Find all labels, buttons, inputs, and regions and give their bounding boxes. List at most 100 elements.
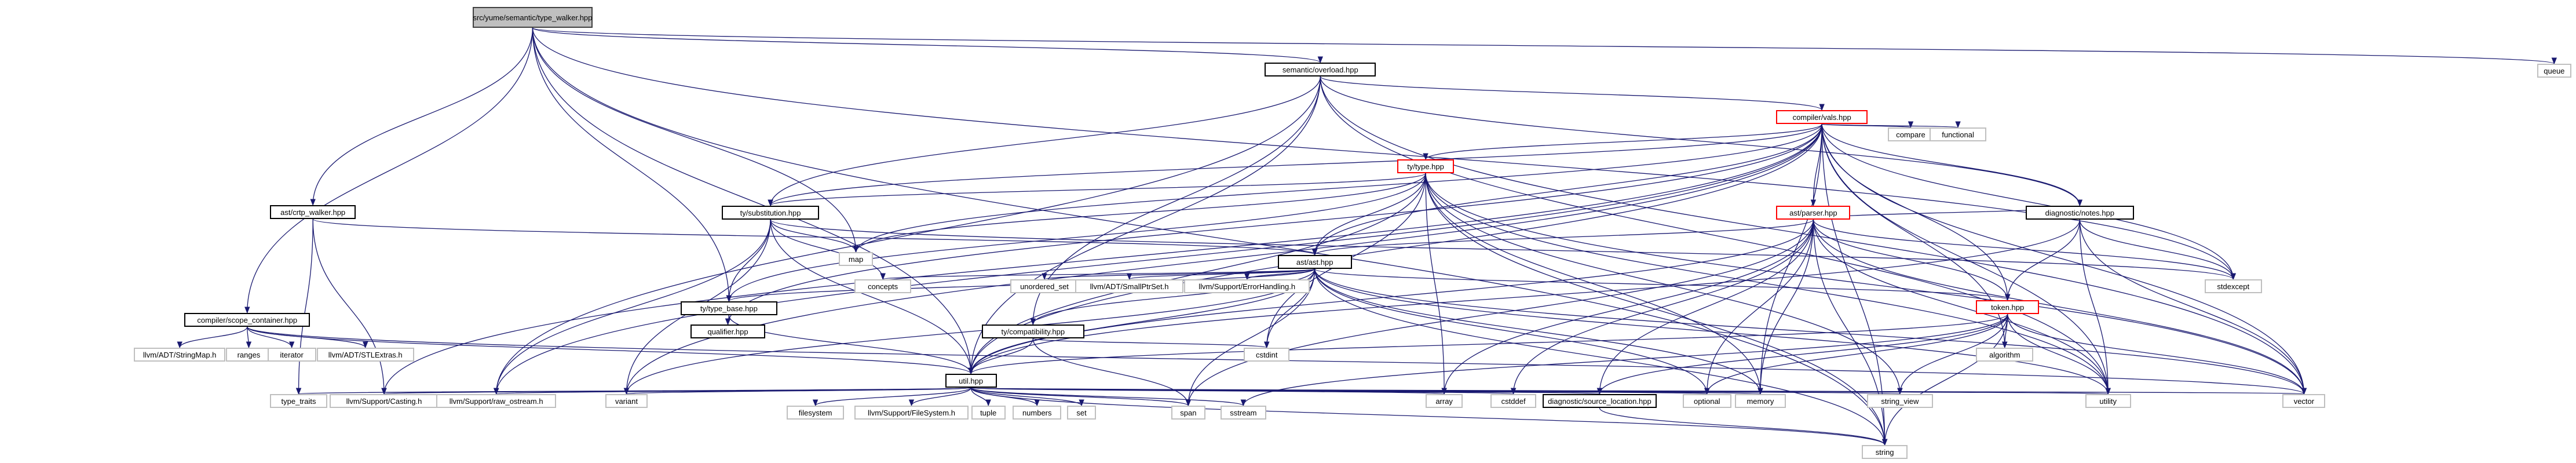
graph-node-smallptr: llvm/ADT/SmallPtrSet.h xyxy=(1075,279,1184,293)
graph-node-compat[interactable]: ty/compatibility.hpp xyxy=(981,325,1085,338)
node-label: token.hpp xyxy=(1991,302,2025,312)
node-label: queue xyxy=(2544,66,2565,75)
node-label: ast/parser.hpp xyxy=(1789,208,1837,217)
graph-node-ast[interactable]: ast/ast.hpp xyxy=(1277,255,1352,269)
edge-vals-to-diagnotes xyxy=(1821,123,2082,207)
node-label: ty/substitution.hpp xyxy=(740,208,801,217)
edge-parser-to-ast xyxy=(1312,219,1814,256)
graph-node-concepts: concepts xyxy=(854,279,912,293)
graph-node-numbers: numbers xyxy=(1013,406,1062,420)
edge-type-to-map xyxy=(853,173,1426,253)
edge-ast-to-vector xyxy=(1314,268,2307,395)
graph-node-qualifier[interactable]: qualifier.hpp xyxy=(690,325,765,338)
node-label: compiler/vals.hpp xyxy=(1792,112,1851,122)
graph-node-parser[interactable]: ast/parser.hpp xyxy=(1776,206,1851,220)
node-label: llvm/Support/ErrorHandling.h xyxy=(1199,282,1296,291)
edge-std-to-variant xyxy=(624,387,971,395)
edge-vals-to-map xyxy=(853,123,1822,253)
graph-node-errh: llvm/Support/ErrorHandling.h xyxy=(1184,279,1310,293)
graph-node-uset: unordered_set xyxy=(1010,279,1079,293)
graph-node-vals[interactable]: compiler/vals.hpp xyxy=(1776,110,1868,124)
graph-node-typebase[interactable]: ty/type_base.hpp xyxy=(680,301,778,315)
edge-vals-to-casting xyxy=(381,123,1822,395)
graph-node-set: set xyxy=(1067,406,1096,420)
graph-node-array: array xyxy=(1426,394,1463,408)
graph-node-iterator: iterator xyxy=(267,348,316,362)
node-label: semantic/overload.hpp xyxy=(1282,65,1358,74)
edge-root-to-stdexcept xyxy=(532,27,2236,280)
node-label: diagnostic/source_location.hpp xyxy=(1548,396,1651,406)
edge-overload-to-diagnotes xyxy=(1320,76,2082,207)
edge-vals-to-ast xyxy=(1312,123,1822,256)
graph-node-std[interactable]: util.hpp xyxy=(945,374,997,388)
edge-vals-to-variant xyxy=(623,123,1822,395)
edge-token-to-sstream xyxy=(1240,313,2008,407)
node-label: ty/compatibility.hpp xyxy=(1001,327,1065,336)
edge-token-to-vector xyxy=(2007,313,2307,395)
edge-diagnotes-to-std xyxy=(968,219,2080,375)
edge-ast-to-cstdint xyxy=(1264,268,1316,349)
edge-std-to-casting xyxy=(382,387,971,395)
node-label: src/yume/semantic/type_walker.hpp xyxy=(473,13,593,22)
node-label: compiler/scope_container.hpp xyxy=(197,315,298,325)
edge-std-to-string xyxy=(970,387,1888,446)
edge-compat-to-span xyxy=(1032,338,1191,407)
edge-subst-to-map xyxy=(770,219,859,253)
edge-scope-to-ranges xyxy=(246,326,252,349)
graph-node-string: string xyxy=(1862,445,1908,459)
graph-node-scope[interactable]: compiler/scope_container.hpp xyxy=(184,313,310,327)
node-label: llvm/ADT/STLExtras.h xyxy=(328,350,403,359)
edge-root-to-queue xyxy=(532,27,2556,65)
node-label: compare xyxy=(1896,130,1925,139)
node-label: filesystem xyxy=(798,408,832,417)
node-label: span xyxy=(1180,408,1197,417)
node-label: functional xyxy=(1942,130,1974,139)
edge-overload-to-utility xyxy=(1320,76,2111,395)
graph-node-cstddef: cstddef xyxy=(1490,394,1537,408)
edge-subst-to-concepts xyxy=(770,219,886,280)
edge-std-to-span xyxy=(970,387,1191,407)
edge-vals-to-std xyxy=(968,123,1822,375)
edge-type-to-memory xyxy=(1425,173,1763,395)
edge-overload-to-std xyxy=(968,76,1321,375)
node-label: vector xyxy=(2293,396,2315,406)
node-label: llvm/ADT/StringMap.h xyxy=(142,350,217,359)
edge-scope-to-strmap xyxy=(177,326,248,349)
edge-type-to-subst xyxy=(768,173,1426,207)
graph-node-srcloc[interactable]: diagnostic/source_location.hpp xyxy=(1542,394,1657,408)
edge-root-to-typebase xyxy=(532,27,732,302)
edge-overload-to-subst xyxy=(768,76,1321,207)
node-label: variant xyxy=(615,396,638,406)
edge-compat-to-cstdint xyxy=(1032,338,1269,349)
graph-node-subst[interactable]: ty/substitution.hpp xyxy=(722,206,819,220)
edge-root-to-scope xyxy=(244,27,534,314)
edge-type-to-ast xyxy=(1312,173,1426,256)
node-label: set xyxy=(1076,408,1087,417)
graph-node-stlextras: llvm/ADT/STLExtras.h xyxy=(316,348,414,362)
edge-overload-to-rawos xyxy=(494,76,1321,395)
graph-node-crtp[interactable]: ast/crtp_walker.hpp xyxy=(270,205,356,219)
edge-vals-to-qualifier xyxy=(725,123,1822,326)
edge-vals-to-utility xyxy=(1821,123,2111,395)
edge-type-to-strview xyxy=(1425,173,1903,395)
node-label: llvm/Support/Casting.h xyxy=(346,396,422,406)
graph-node-overload[interactable]: semantic/overload.hpp xyxy=(1265,63,1376,76)
edge-std-to-vector xyxy=(970,387,2305,395)
edge-root-to-std xyxy=(532,27,974,375)
graph-node-cstdint: cstdint xyxy=(1244,348,1290,362)
graph-node-root[interactable]: src/yume/semantic/type_walker.hpp xyxy=(472,7,593,28)
graph-node-token[interactable]: token.hpp xyxy=(1976,300,2039,314)
edge-subst-to-typebase xyxy=(726,219,771,302)
edge-root-to-map xyxy=(532,27,859,253)
edge-ast-to-errh xyxy=(1244,268,1316,280)
edge-subst-to-stdexcept xyxy=(770,219,2236,280)
graph-node-filesystem: filesystem xyxy=(787,406,844,420)
edge-parser-to-srcloc xyxy=(1596,219,1814,395)
node-label: cstdint xyxy=(1255,350,1278,359)
node-label: map xyxy=(848,254,864,264)
graph-node-type[interactable]: ty/type.hpp xyxy=(1397,159,1455,173)
node-label: type_traits xyxy=(281,396,316,406)
edge-diagnotes-to-stdexcept xyxy=(2079,219,2236,280)
graph-node-diagnotes[interactable]: diagnostic/notes.hpp xyxy=(2025,206,2134,220)
edge-ast-to-token xyxy=(1314,268,2010,301)
